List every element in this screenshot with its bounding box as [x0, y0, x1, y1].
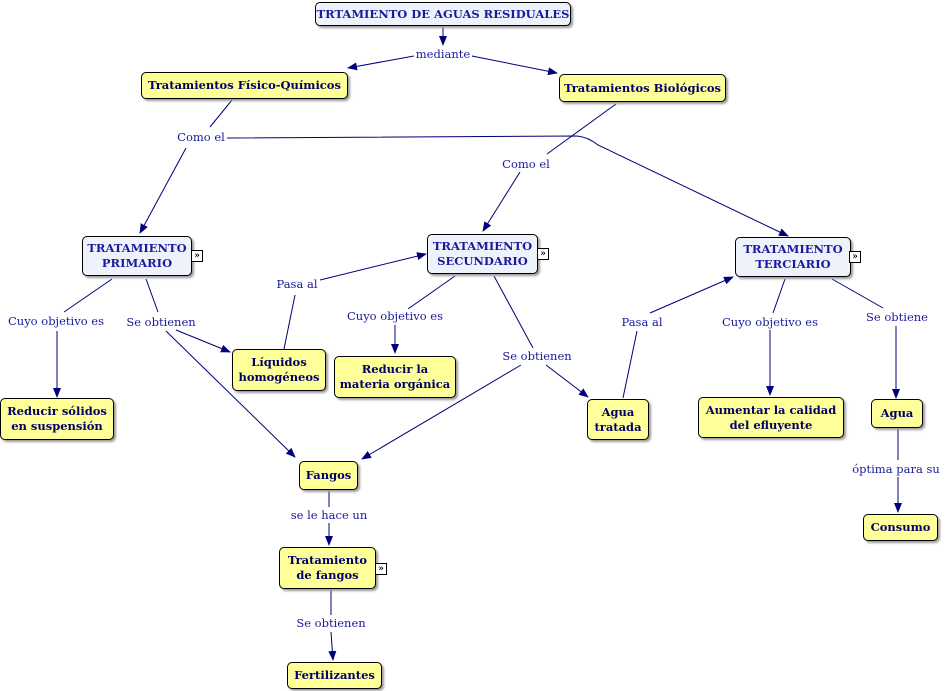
- label-se-obtienen-3: Se obtienen: [294, 616, 368, 630]
- label-se-le-hace-un: se le hace un: [288, 508, 370, 522]
- label-pasa-al-2: Pasa al: [619, 315, 665, 329]
- edge-mediante-fisico: [347, 55, 415, 71]
- node-primario[interactable]: TRATAMIENTO PRIMARIO: [82, 236, 192, 276]
- node-aumentar[interactable]: Aumentar la calidad del efluyente: [698, 397, 844, 438]
- edge-mediante-biologicos: [471, 55, 558, 76]
- node-fisico-quimicos[interactable]: Tratamientos Físico-Químicos: [141, 72, 348, 99]
- label-como-el-1: Como el: [175, 130, 227, 144]
- edge-terciario-cuyo: [772, 278, 786, 314]
- label-pasa-al-1: Pasa al: [274, 277, 320, 291]
- node-tratamiento-fangos[interactable]: Tratamiento de fangos: [279, 547, 376, 589]
- node-reducir-materia[interactable]: Reducir la materia orgánica: [334, 356, 456, 398]
- node-agua[interactable]: Agua: [871, 399, 923, 428]
- edge-primario-seobtienen: [145, 278, 159, 313]
- edge-comoel-primario: [139, 147, 187, 234]
- label-cuyo-objetivo-3: Cuyo objetivo es: [719, 315, 821, 329]
- edge-seobtienen-fangos: [165, 330, 296, 458]
- node-fertilizantes[interactable]: Fertilizantes: [287, 662, 382, 689]
- node-secundario[interactable]: TRATAMIENTO SECUNDARIO: [427, 234, 538, 274]
- edge-primario-cuyo: [63, 278, 113, 313]
- label-se-obtienen-2: Se obtienen: [500, 349, 574, 363]
- edge-liquidos-pasaal: [283, 294, 296, 350]
- node-root[interactable]: TRTAMIENTO DE AGUAS RESIDUALES: [315, 2, 571, 26]
- edge-secundario-cuyo: [407, 275, 456, 310]
- edge-terciario-seobtiene: [831, 278, 884, 309]
- label-se-obtiene: Se obtiene: [864, 310, 930, 324]
- edge-seobtienen-fertilizantes: [328, 631, 337, 661]
- expand-terciario-icon[interactable]: »: [849, 251, 861, 263]
- node-reducir-solidos[interactable]: Reducir sólidos en suspensión: [0, 398, 114, 440]
- edge-seobtienen-agua: [545, 364, 589, 398]
- edge-seobtienen-liquidos: [175, 329, 231, 353]
- expand-secundario-icon[interactable]: »: [537, 248, 549, 260]
- label-cuyo-objetivo-1: Cuyo objetivo es: [5, 314, 107, 328]
- node-agua-tratada[interactable]: Agua tratada: [587, 399, 649, 440]
- node-liquidos[interactable]: Líquidos homogéneos: [232, 349, 326, 391]
- label-optima-para-su: óptima para su: [850, 462, 942, 476]
- edge-biologicos-comoel: [546, 103, 617, 155]
- node-terciario[interactable]: TRATAMIENTO TERCIARIO: [735, 237, 851, 277]
- edge-pasaal-terciario: [649, 276, 734, 314]
- edge-seobtienen-fangos2: [361, 364, 522, 460]
- node-biologicos[interactable]: Tratamientos Biológicos: [559, 74, 726, 102]
- edge-agua-pasaal: [622, 330, 638, 399]
- edge-pasaal-secundario: [319, 252, 427, 281]
- edge-comoel-secundario: [482, 171, 521, 232]
- node-consumo[interactable]: Consumo: [863, 514, 938, 541]
- expand-tratamiento-fangos-icon[interactable]: »: [375, 563, 387, 575]
- edge-comoel-terciario: [225, 135, 789, 237]
- node-fangos[interactable]: Fangos: [299, 461, 358, 490]
- expand-primario-icon[interactable]: »: [191, 250, 203, 262]
- label-como-el-2: Como el: [500, 157, 552, 171]
- edge-fisico-comoel: [209, 99, 233, 128]
- label-mediante: mediante: [413, 47, 473, 61]
- label-se-obtienen-1: Se obtienen: [124, 315, 198, 329]
- edge-secundario-seobtienen: [493, 275, 534, 349]
- label-cuyo-objetivo-2: Cuyo objetivo es: [344, 309, 446, 323]
